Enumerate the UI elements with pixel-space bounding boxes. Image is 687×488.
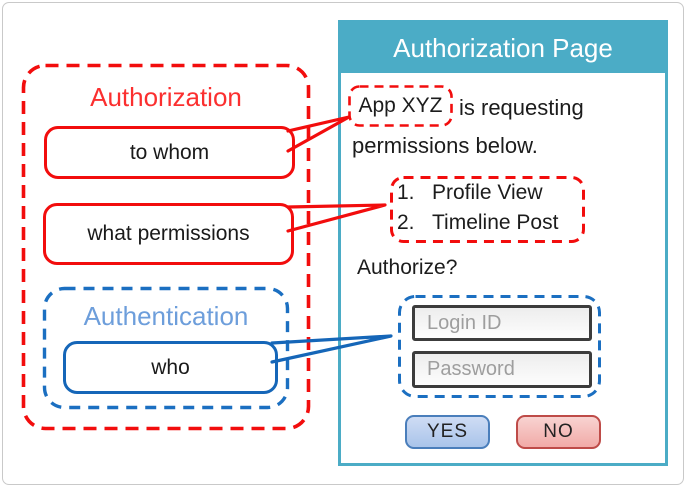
authentication-group-title: Authentication bbox=[83, 301, 249, 331]
callout-to-whom-label: to whom bbox=[129, 140, 210, 164]
permission-item-2-number: 2. bbox=[397, 211, 415, 234]
authorization-group-title: Authorization bbox=[90, 82, 242, 112]
authorization-page-title: Authorization Page bbox=[393, 32, 613, 63]
request-text-line2: permissions below. bbox=[352, 133, 538, 158]
callout-to-whom: to whom bbox=[44, 126, 295, 179]
login-id-input[interactable] bbox=[412, 305, 592, 341]
request-text-line1: is requesting bbox=[459, 95, 584, 120]
permission-item-2-label: Timeline Post bbox=[432, 211, 559, 234]
permission-item-2: 2. Timeline Post bbox=[397, 211, 558, 235]
permission-item-1-number: 1. bbox=[397, 181, 415, 204]
app-name: App XYZ bbox=[358, 94, 443, 117]
callout-who-label: who bbox=[151, 355, 190, 379]
authorize-question: Authorize? bbox=[357, 256, 458, 279]
no-button[interactable]: NO bbox=[516, 415, 601, 449]
password-input[interactable] bbox=[412, 351, 592, 388]
yes-button[interactable]: YES bbox=[405, 415, 490, 449]
authorization-page-header: Authorization Page bbox=[341, 23, 665, 73]
permission-item-1: 1. Profile View bbox=[397, 181, 543, 205]
callout-what-permissions-label: what permissions bbox=[87, 222, 250, 245]
permission-item-1-label: Profile View bbox=[432, 181, 543, 204]
callout-what-permissions: what permissions bbox=[43, 203, 294, 265]
callout-who: who bbox=[63, 341, 278, 394]
